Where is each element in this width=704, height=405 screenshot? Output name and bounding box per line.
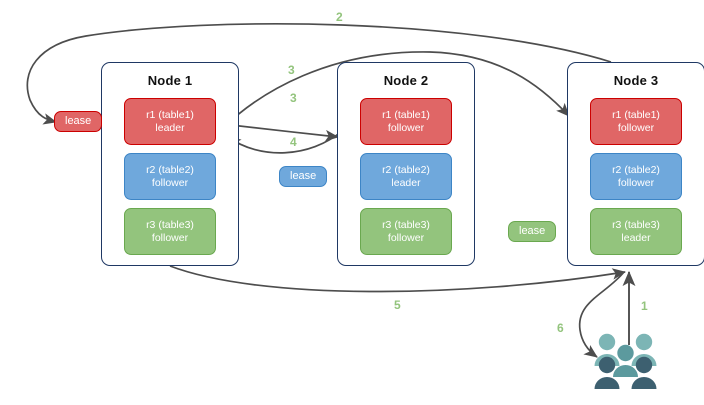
replica-r3[interactable]: r3 (table3) leader (590, 208, 682, 255)
node-card-1[interactable]: Node 1 r1 (table1) leader r2 (table2) fo… (101, 62, 239, 266)
replica-name: r3 (table3) (146, 218, 194, 231)
edge-3-to-node2 (221, 123, 340, 142)
replica-role: follower (617, 121, 655, 134)
step-label-3b: 3 (290, 91, 297, 105)
edge-2 (26, 22, 612, 125)
node-title: Node 3 (613, 73, 659, 88)
edge-4 (227, 130, 343, 154)
edge-3-to-node3 (222, 51, 570, 129)
lease-badge-table2[interactable]: lease (279, 166, 328, 187)
replica-name: r1 (table1) (382, 108, 430, 121)
users-icon (594, 333, 657, 389)
lease-badge-table1[interactable]: lease (54, 111, 103, 132)
lease-label: lease (290, 170, 317, 182)
node-card-2[interactable]: Node 2 r1 (table1) follower r2 (table2) … (337, 62, 475, 266)
replica-r1[interactable]: r1 (table1) leader (124, 98, 216, 145)
node-title: Node 2 (383, 73, 429, 88)
replica-role: follower (151, 176, 189, 189)
replica-name: r3 (table3) (382, 218, 430, 231)
node-title: Node 1 (147, 73, 193, 88)
edge-6 (578, 271, 625, 358)
replica-r2[interactable]: r2 (table2) follower (124, 153, 216, 200)
replica-r1[interactable]: r1 (table1) follower (590, 98, 682, 145)
replica-role: follower (387, 231, 425, 244)
replica-name: r2 (table2) (612, 163, 660, 176)
lease-label: lease (519, 225, 546, 237)
replica-name: r1 (table1) (146, 108, 194, 121)
node-card-3[interactable]: Node 3 r1 (table1) follower r2 (table2) … (567, 62, 704, 266)
replica-name: r1 (table1) (612, 108, 660, 121)
replica-name: r2 (table2) (382, 163, 430, 176)
replica-role: follower (617, 176, 655, 189)
step-label-3a: 3 (288, 63, 295, 77)
replica-name: r3 (table3) (612, 218, 660, 231)
replica-r2[interactable]: r2 (table2) follower (590, 153, 682, 200)
replica-role: follower (387, 121, 425, 134)
replica-r2[interactable]: r2 (table2) leader (360, 153, 452, 200)
replica-r3[interactable]: r3 (table3) follower (360, 208, 452, 255)
replica-role: leader (621, 231, 651, 244)
lease-label: lease (65, 115, 92, 127)
step-label-4: 4 (290, 135, 297, 149)
replica-name: r2 (table2) (146, 163, 194, 176)
lease-badge-table3[interactable]: lease (508, 221, 557, 242)
step-label-6: 6 (557, 321, 564, 335)
step-label-1: 1 (641, 299, 648, 313)
replica-r1[interactable]: r1 (table1) follower (360, 98, 452, 145)
replica-r3[interactable]: r3 (table3) follower (124, 208, 216, 255)
step-label-2: 2 (336, 10, 343, 24)
replica-role: leader (391, 176, 421, 189)
edge-5 (169, 265, 627, 293)
replica-role: follower (151, 231, 189, 244)
replica-role: leader (155, 121, 185, 134)
step-label-5: 5 (394, 298, 401, 312)
